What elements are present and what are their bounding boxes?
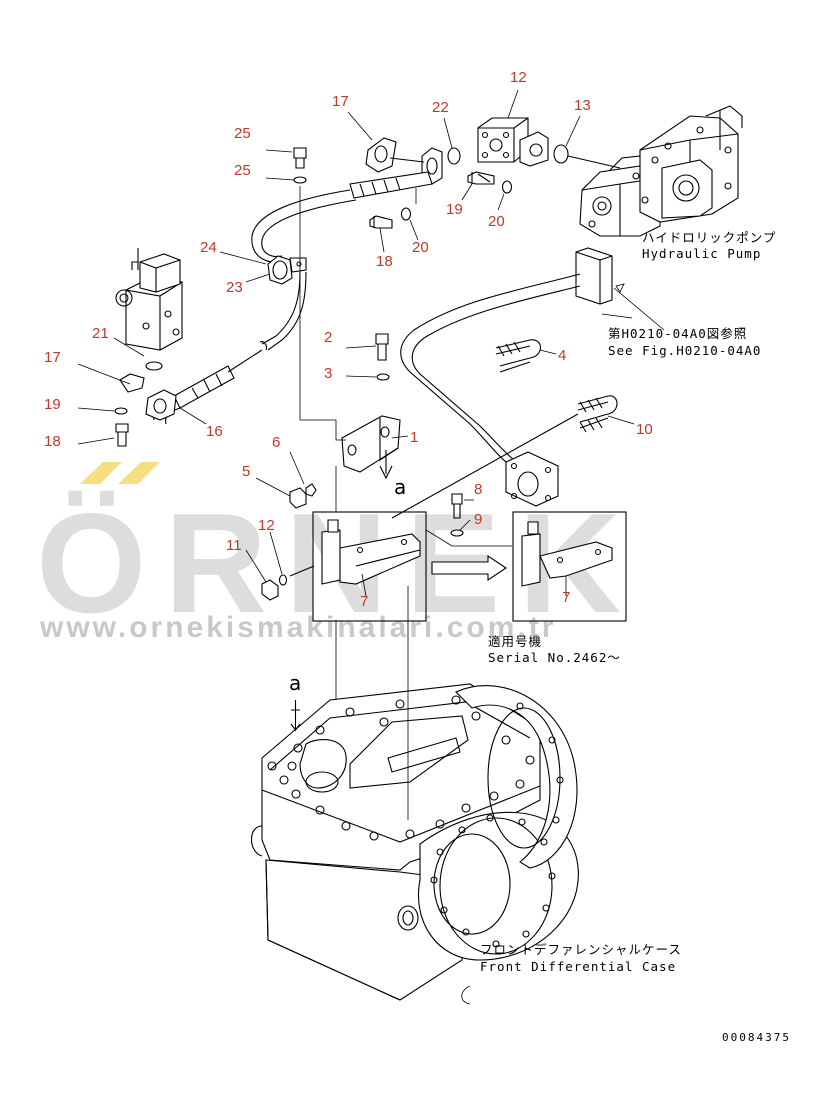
label-pump-jp: ハイドロリックポンプ (642, 230, 776, 245)
watermark-url: www.ornekismakinalari.com.tr (39, 611, 556, 644)
callout-3: 3 (324, 365, 332, 382)
callout-9: 9 (474, 511, 482, 528)
clamp-22-23 (267, 255, 307, 285)
bracket-1 (289, 333, 401, 509)
callout-22: 23 (226, 279, 243, 296)
callout-4: 4 (558, 347, 566, 364)
hose-15-left (114, 349, 263, 447)
case-bolt-heads (267, 695, 564, 948)
watermark-accent-right (118, 462, 160, 484)
callout-21-left: 21 (92, 325, 109, 342)
view-marker-top: a (394, 475, 406, 499)
callout-2: 2 (324, 329, 332, 346)
callout-18-top: 20 (412, 239, 429, 256)
view-marker-bottom: a (289, 671, 301, 695)
callout-14: 13 (574, 97, 591, 114)
leader-lines (77, 89, 665, 597)
label-case-jp: フロントデファレンシャルケース (480, 942, 682, 957)
label-pump-en: Hydraulic Pump (642, 246, 761, 261)
label-ref-jp: 第H0210-04A0図参照 (608, 326, 747, 341)
callout-25: 25 (234, 162, 251, 179)
view-arrow-bottom (290, 700, 301, 732)
callout-15: 16 (206, 423, 223, 440)
label-case-en: Front Differential Case (480, 959, 676, 974)
detail-arrow (431, 554, 507, 582)
bracket-7-detail-right (512, 511, 627, 622)
label-serial-en: Serial No.2462～ (488, 650, 621, 665)
callout-19: 19 (446, 201, 463, 218)
solenoid-valve (115, 248, 183, 371)
callout-6: 6 (272, 434, 280, 451)
callout-13: 12 (510, 69, 527, 86)
reference-lines (299, 186, 512, 1005)
callout-1: 1 (410, 429, 418, 446)
callout-5: 5 (242, 463, 250, 480)
callout-17-left: 18 (44, 433, 61, 450)
label-ref-en: See Fig.H0210-04A0 (608, 343, 761, 358)
text-labels: ハイドロリックポンプ Hydraulic Pump 第H0210-04A0図参照… (289, 230, 791, 1044)
hydraulic-pump-drawing (579, 105, 743, 237)
callout-16-top: 17 (332, 93, 349, 110)
callout-numbers: 25 25 17 22 12 13 19 20 18 20 24 23 21 1… (44, 69, 653, 610)
callout-20: 20 (488, 213, 505, 230)
manifold-block-13 (447, 117, 621, 194)
callout-17-top: 18 (376, 253, 393, 270)
callout-10: 10 (636, 421, 653, 438)
callout-7-left: 7 (360, 593, 368, 610)
callout-23: 24 (200, 239, 217, 256)
flange-and-tube-top (349, 137, 443, 229)
callout-12: 12 (258, 517, 275, 534)
drawing-number: 00084375 (722, 1031, 791, 1044)
label-serial-jp: 適用号機 (488, 634, 542, 649)
bolts-8-9-11-12 (261, 493, 464, 601)
callout-18-left: 19 (44, 396, 61, 413)
watermark-accent-left (80, 462, 122, 484)
callout-11: 11 (226, 537, 242, 554)
callout-24: 25 (234, 125, 251, 142)
pipe-assembly (400, 247, 613, 507)
callout-8: 8 (474, 481, 482, 498)
callout-21-top: 22 (432, 99, 449, 116)
front-differential-case (250, 683, 579, 1001)
callout-7-right: 7 (562, 589, 570, 606)
callout-16-left: 17 (44, 349, 61, 366)
u-bolts (391, 339, 618, 519)
